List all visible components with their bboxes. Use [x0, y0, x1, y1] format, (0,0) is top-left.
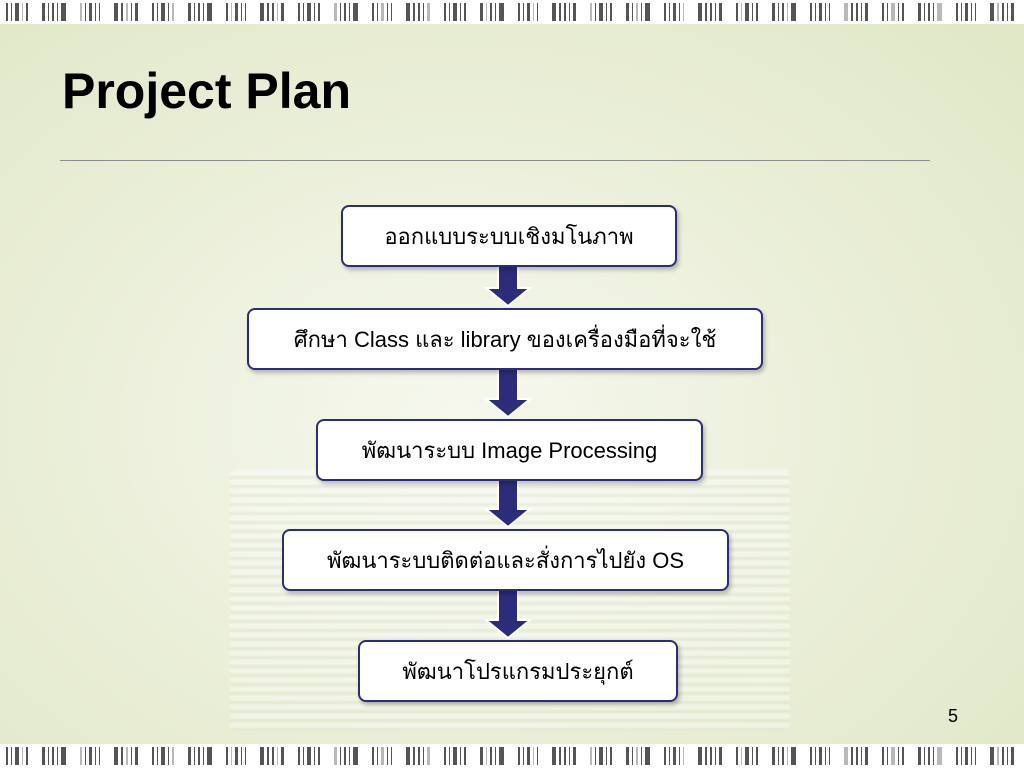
down-arrow-icon — [483, 478, 533, 529]
down-arrow-icon — [483, 367, 533, 419]
flow-step-1: ออกแบบระบบเชิงมโนภาพ — [341, 205, 677, 267]
flow-step-3-label: พัฒนาระบบ Image Processing — [361, 437, 658, 463]
flow-step-2-label: ศึกษา Class และ library ของเครื่องมือที่… — [293, 326, 717, 352]
down-arrow-icon — [483, 264, 533, 308]
slide-title: Project Plan — [62, 63, 351, 119]
flow-step-5-label: พัฒนาโปรแกรมประยุกต์ — [402, 658, 634, 684]
flow-step-1-label: ออกแบบระบบเชิงมโนภาพ — [384, 223, 634, 249]
arrow-1-to-2 — [483, 264, 533, 308]
arrow-4-to-5 — [483, 588, 533, 640]
page-number: 5 — [948, 706, 959, 726]
title-divider — [60, 160, 930, 161]
flow-step-5: พัฒนาโปรแกรมประยุกต์ — [358, 640, 678, 702]
down-arrow-icon — [483, 588, 533, 640]
flow-step-4-label: พัฒนาระบบติดต่อและสั่งการไปยัง OS — [326, 547, 685, 573]
flow-step-3: พัฒนาระบบ Image Processing — [316, 419, 703, 481]
arrow-2-to-3 — [483, 367, 533, 419]
bottom-decorative-stripe — [0, 744, 1024, 768]
top-decorative-stripe — [0, 0, 1024, 24]
flow-step-4: พัฒนาระบบติดต่อและสั่งการไปยัง OS — [282, 529, 729, 591]
arrow-3-to-4 — [483, 478, 533, 529]
flow-step-2: ศึกษา Class และ library ของเครื่องมือที่… — [247, 308, 763, 370]
